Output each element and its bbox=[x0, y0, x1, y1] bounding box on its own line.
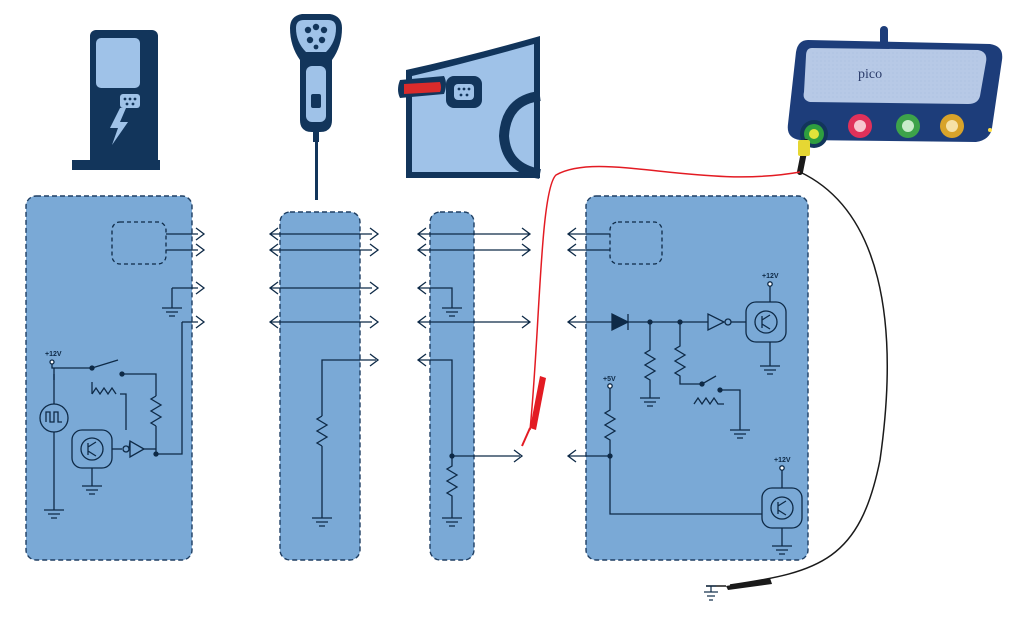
ev-charging-station-icon bbox=[72, 30, 160, 170]
charger-12v-label: +12V bbox=[45, 351, 62, 358]
ev-charging-connector-icon bbox=[290, 14, 342, 200]
vehicle-inlet-icon bbox=[398, 36, 542, 179]
red-probe-lead[interactable] bbox=[521, 165, 801, 447]
vehicle-top-12v-label: +12V bbox=[762, 273, 779, 280]
cable-panel bbox=[279, 211, 361, 561]
probe-ground-symbol bbox=[704, 585, 718, 601]
charger-circuit bbox=[39, 221, 206, 519]
vehicle-panel bbox=[585, 195, 809, 561]
cable-circuit bbox=[268, 227, 380, 527]
inlet-circuit bbox=[416, 227, 532, 527]
oscilloscope-icon: pico bbox=[787, 26, 1003, 175]
scope-brand-label: pico bbox=[858, 67, 882, 82]
charger-panel bbox=[25, 195, 193, 561]
vehicle-5v-label: +5V bbox=[603, 376, 616, 383]
vehicle-bottom-12v-label: +12V bbox=[774, 457, 791, 464]
vehicle-circuit bbox=[566, 221, 803, 555]
